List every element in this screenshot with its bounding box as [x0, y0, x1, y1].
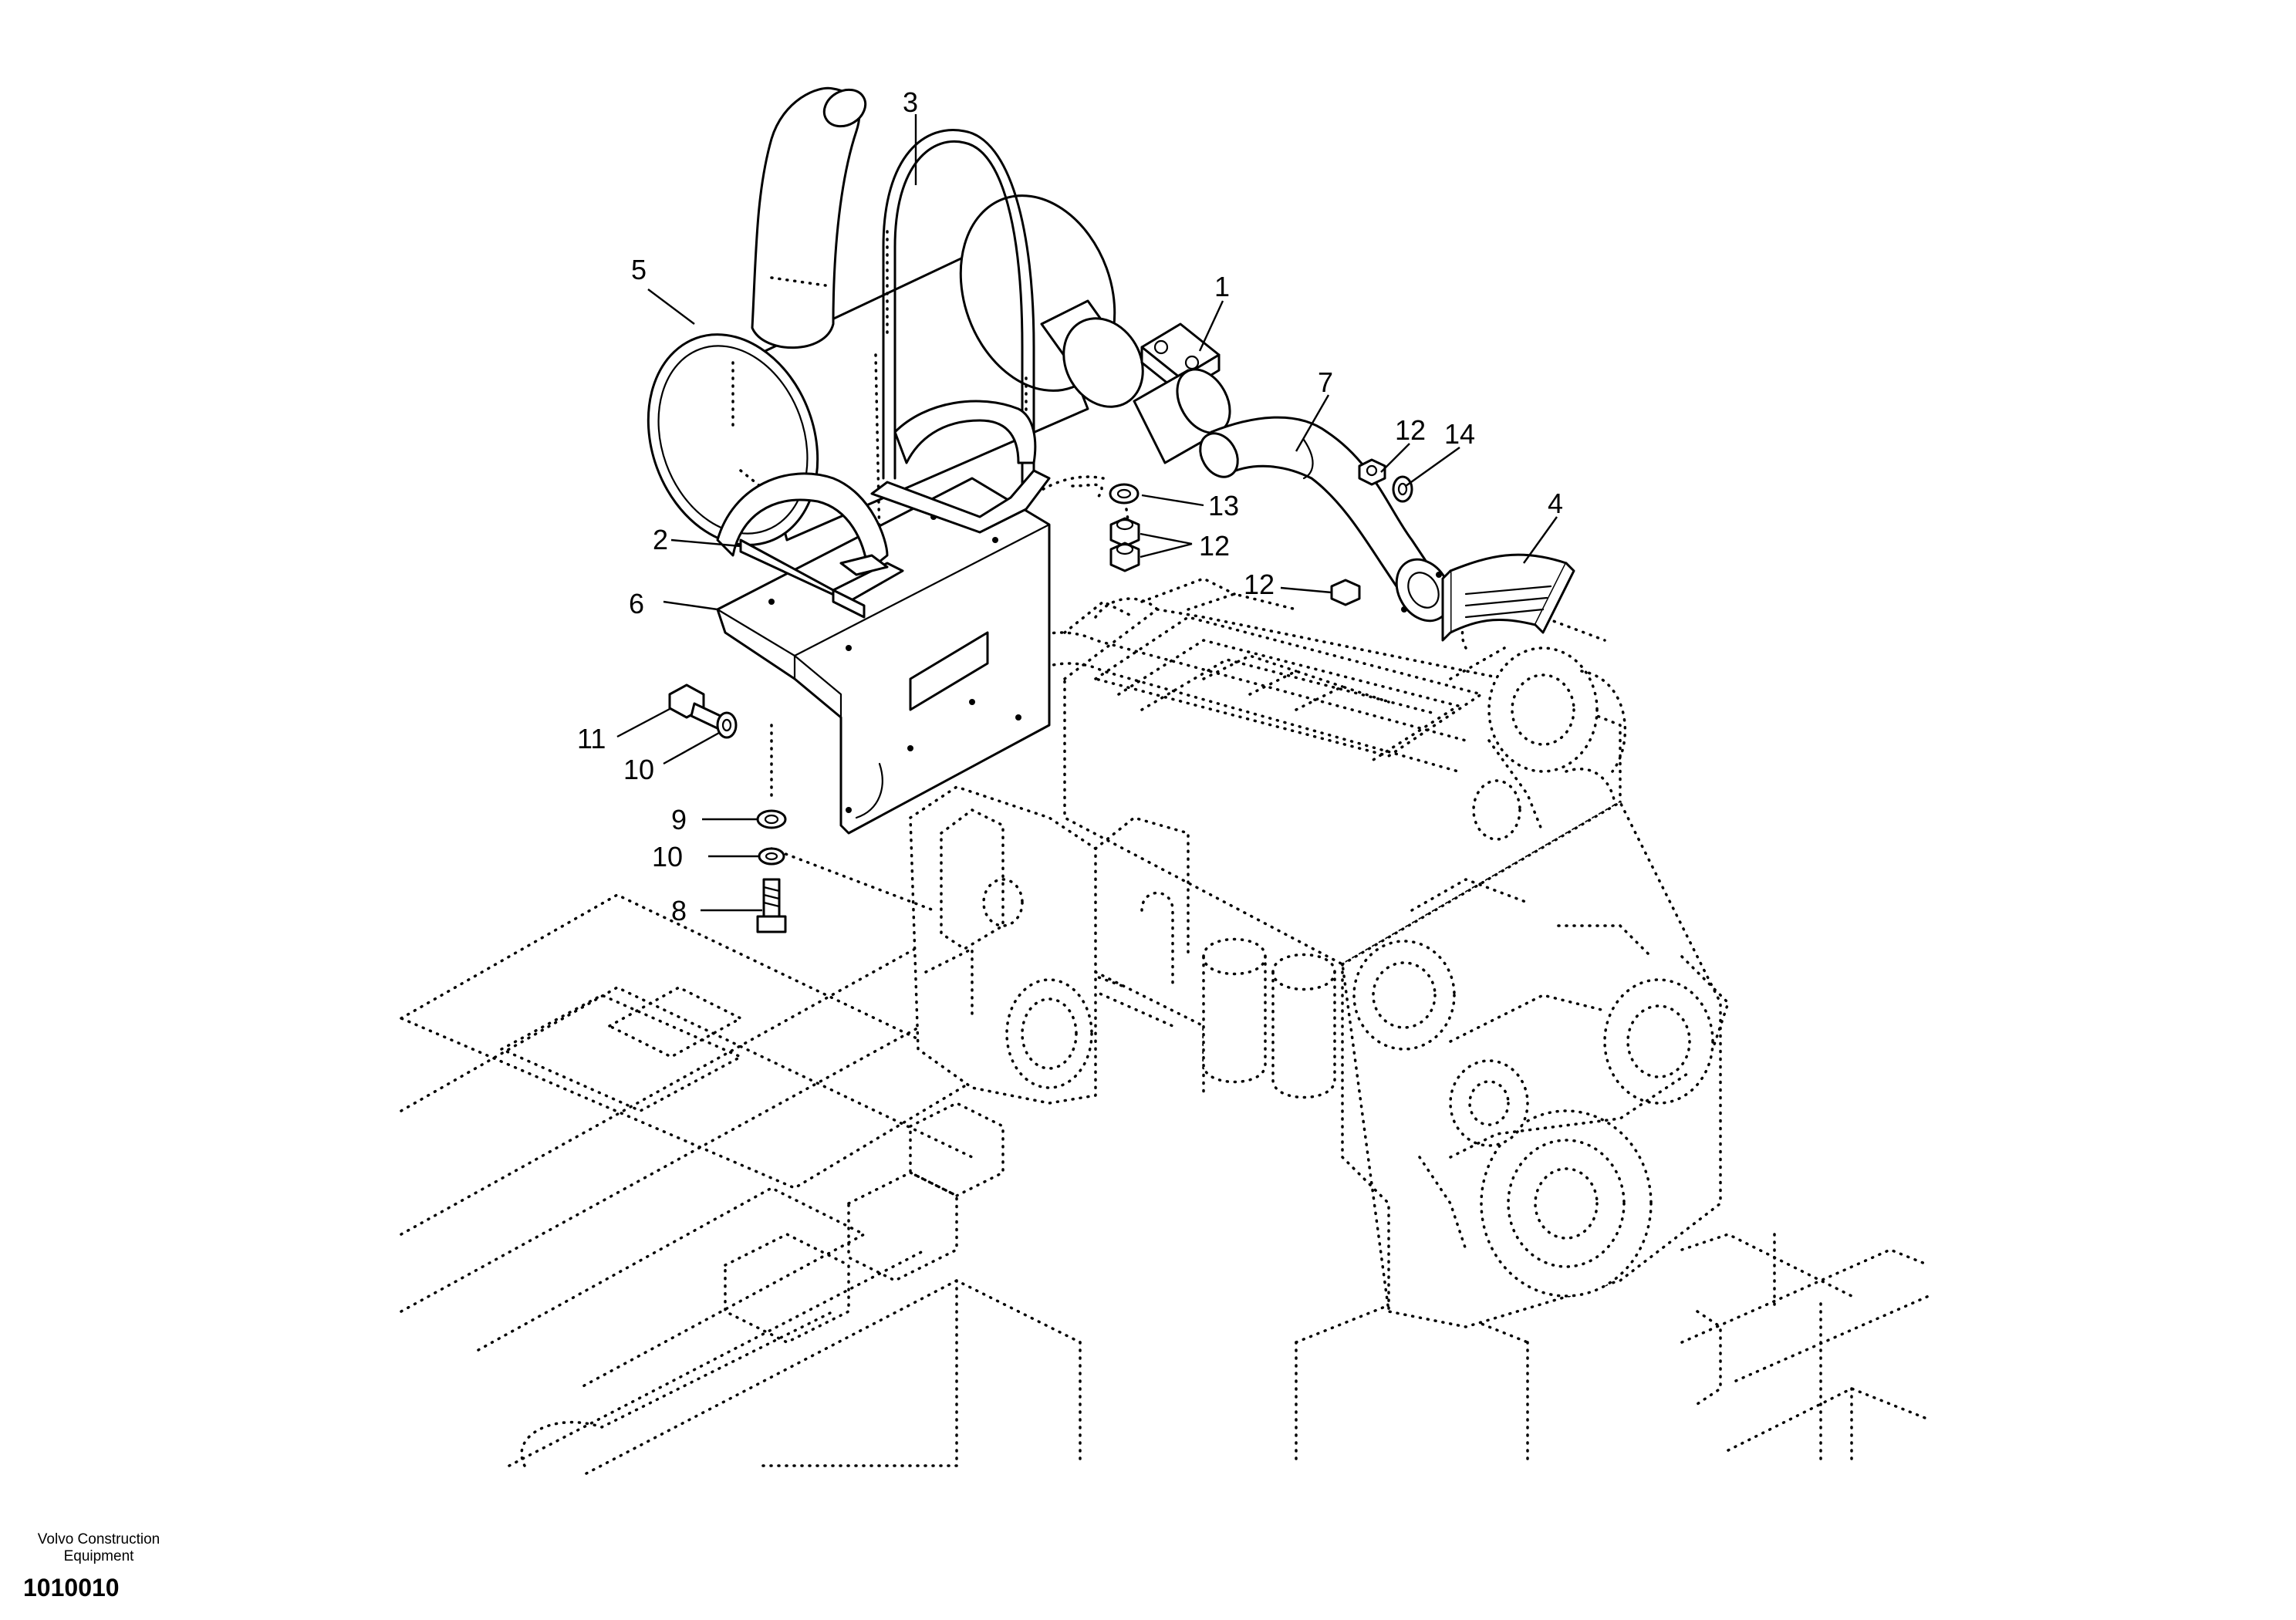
callout-5: 5 [631, 254, 647, 285]
u-bolt-part-3 [716, 129, 1037, 572]
callout-7: 7 [1318, 366, 1333, 398]
callout-12-lower: 12 [1244, 569, 1275, 600]
manufacturer-caption: Volvo Construction Equipment [6, 1531, 191, 1565]
muffler-part-5 [647, 86, 1144, 546]
callout-12-middle: 12 [1199, 530, 1230, 562]
callout-9: 9 [671, 804, 687, 835]
callout-2: 2 [653, 524, 668, 555]
engine-block-outline [770, 475, 1730, 1328]
callout-10-lower: 10 [652, 841, 683, 872]
heat-shield-part-4 [1441, 553, 1575, 642]
callout-8: 8 [671, 895, 687, 926]
callout-3: 3 [903, 86, 918, 118]
callout-11: 11 [577, 723, 606, 754]
callout-10-upper: 10 [623, 754, 654, 785]
callout-1: 1 [1214, 271, 1230, 302]
callout-leader-lines [616, 114, 1558, 912]
clamp-part-1 [1133, 322, 1231, 464]
fastener-parts [668, 458, 1413, 933]
callout-14: 14 [1444, 418, 1475, 450]
clamp-strap-part-2 [739, 469, 1051, 619]
manufacturer-line-2: Equipment [63, 1548, 134, 1564]
callout-4: 4 [1548, 488, 1563, 519]
callout-12-top: 12 [1395, 414, 1426, 446]
exhaust-pipe-part-7 [1199, 416, 1452, 623]
manufacturer-line-1: Volvo Construction [37, 1531, 160, 1547]
callout-13: 13 [1208, 490, 1239, 521]
callout-6: 6 [629, 588, 644, 619]
bracket-part-6 [716, 477, 1051, 835]
figure-code: 1010010 [23, 1574, 120, 1601]
callout-numbers: 3 5 1 7 12 14 4 13 12 12 2 6 11 10 9 10 … [577, 86, 1563, 926]
